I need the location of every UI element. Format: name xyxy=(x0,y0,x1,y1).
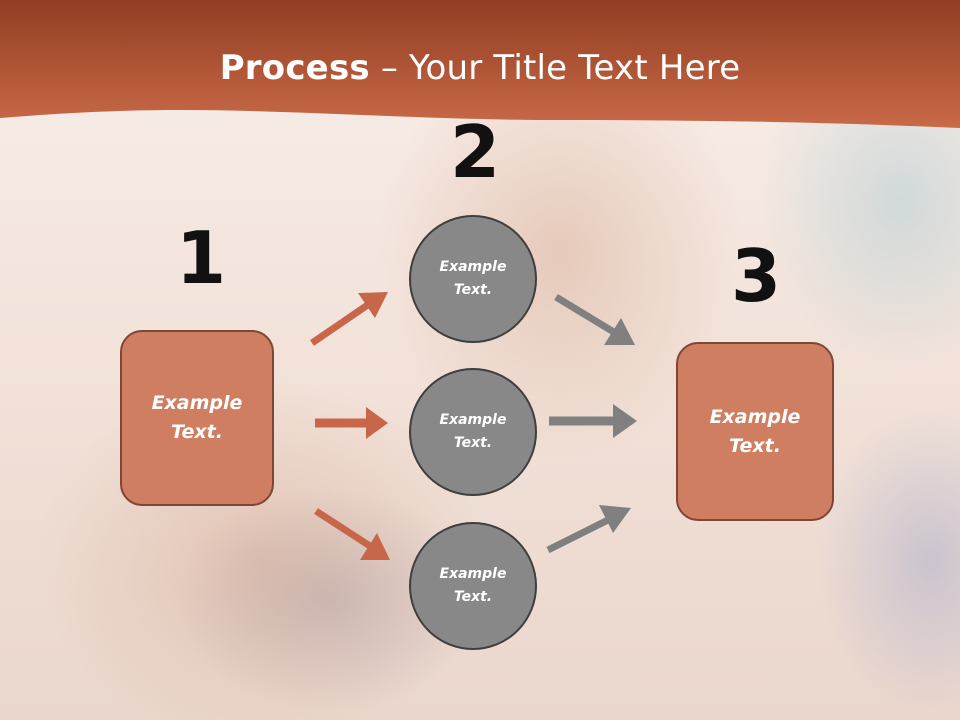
circle-bottom-line1: Example xyxy=(439,566,507,582)
right-box-line2: Text. xyxy=(729,434,781,457)
left-step-box: Example Text. xyxy=(120,330,274,506)
arrow-1-mid xyxy=(315,407,388,439)
arrow-1-down xyxy=(314,508,390,560)
right-step-box: Example Text. xyxy=(676,342,834,521)
circle-bottom: Example Text. xyxy=(409,522,537,650)
circle-middle-line2: Text. xyxy=(453,435,493,451)
arrow-1-up xyxy=(310,292,388,346)
left-box-line2: Text. xyxy=(171,421,223,443)
title-bold: Process xyxy=(219,48,370,88)
arrow-2-up xyxy=(546,505,631,554)
arrow-2-down xyxy=(554,294,635,345)
title-banner xyxy=(0,0,960,128)
left-box-line1: Example xyxy=(151,392,243,414)
arrow-2-mid xyxy=(549,404,637,438)
circle-top: Example Text. xyxy=(409,215,537,343)
circle-middle: Example Text. xyxy=(409,368,537,496)
circle-bottom-line2: Text. xyxy=(453,589,493,605)
title-rest: – Your Title Text Here xyxy=(369,48,741,88)
slide-title: Process – Your Title Text Here xyxy=(0,48,960,88)
step-number-2: 2 xyxy=(450,110,501,194)
circle-middle-line1: Example xyxy=(439,412,507,428)
right-box-line1: Example xyxy=(709,405,801,428)
circle-top-line2: Text. xyxy=(453,282,493,298)
step-number-1: 1 xyxy=(176,216,227,300)
circle-top-line1: Example xyxy=(439,259,507,275)
step-number-3: 3 xyxy=(731,234,782,318)
